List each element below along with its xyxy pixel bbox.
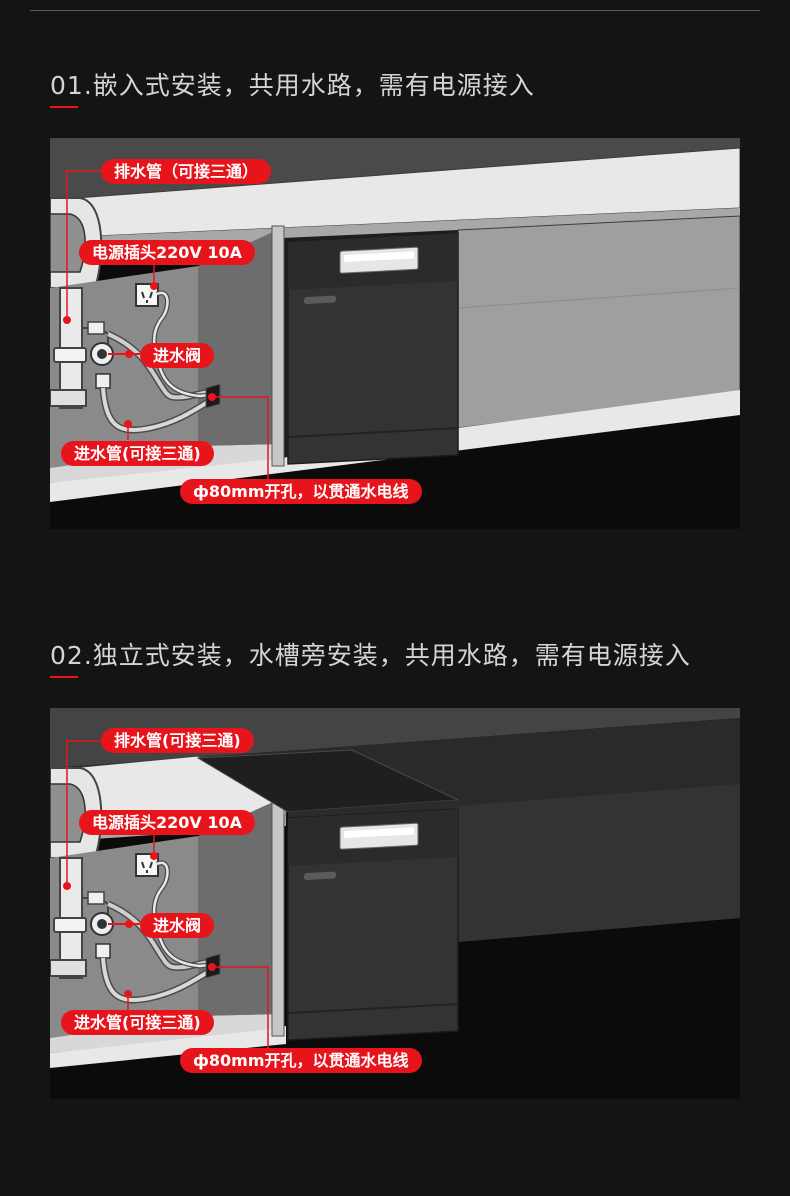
callout-hole: ф80mm开孔，以贯通水电线 xyxy=(180,1048,422,1073)
freestanding-install-illustration: 排水管(可接三通) 电源插头220V 10A 进水阀 进水管(可接三通) ф80… xyxy=(50,708,740,1099)
section-title-text: .独立式安装，水槽旁安装，共用水路，需有电源接入 xyxy=(83,641,691,670)
section-number: 02 xyxy=(50,641,84,678)
callout-inlet-valve: 进水阀 xyxy=(140,343,215,368)
section-title-embedded: 01.嵌入式安装，共用水路，需有电源接入 xyxy=(50,66,535,108)
section-title-text: .嵌入式安装，共用水路，需有电源接入 xyxy=(83,71,535,100)
section-title-freestanding: 02.独立式安装，水槽旁安装，共用水路，需有电源接入 xyxy=(50,636,691,678)
callout-inlet-pipe: 进水管(可接三通) xyxy=(61,1010,214,1035)
freestanding-scene xyxy=(50,708,740,1099)
dishwasher xyxy=(286,232,460,466)
section-number: 01 xyxy=(50,71,84,108)
callout-power-plug: 电源插头220V 10A xyxy=(79,240,256,265)
callout-inlet-valve: 进水阀 xyxy=(140,913,215,938)
embedded-scene xyxy=(50,138,740,529)
dishwasher xyxy=(286,808,460,1042)
embedded-install-illustration: 排水管（可接三通） 电源插头220V 10A 进水阀 进水管(可接三通) ф80… xyxy=(50,138,740,529)
callout-drain-pipe: 排水管(可接三通) xyxy=(101,728,254,753)
callout-hole: ф80mm开孔，以贯通水电线 xyxy=(180,479,422,504)
top-divider xyxy=(30,10,760,11)
callout-inlet-pipe: 进水管(可接三通) xyxy=(61,441,214,466)
callout-drain-pipe: 排水管（可接三通） xyxy=(101,159,272,184)
callout-power-plug: 电源插头220V 10A xyxy=(79,810,256,835)
